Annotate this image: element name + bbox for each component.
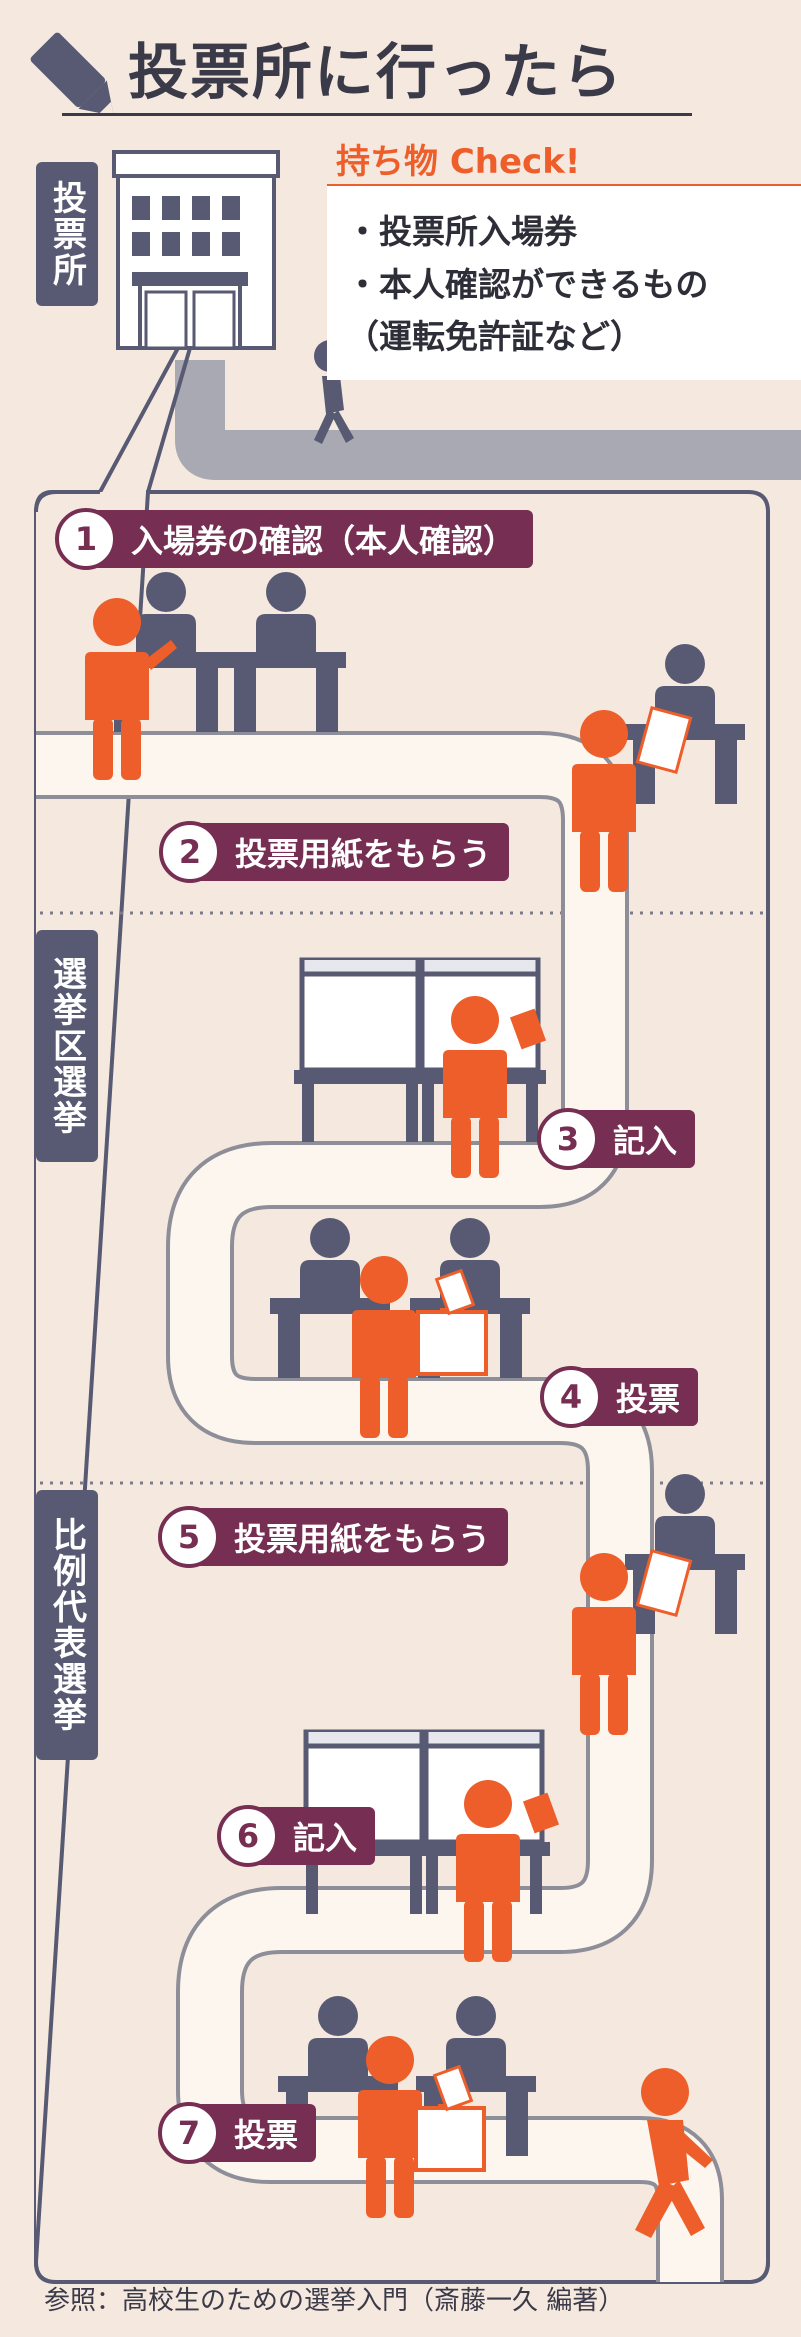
entrance-path bbox=[175, 360, 801, 480]
step-5: 5 投票用紙をもらう bbox=[158, 1506, 509, 1568]
voter-icon bbox=[572, 705, 693, 892]
ballot-box-icon bbox=[414, 2064, 486, 2172]
step-number: 5 bbox=[158, 1506, 220, 1568]
step-label: 記入 bbox=[293, 1819, 358, 1857]
step-label: 記入 bbox=[613, 1122, 678, 1160]
step-7: 7 投票 bbox=[158, 2102, 317, 2164]
step-3: 3 記入 bbox=[537, 1108, 696, 1170]
checklist-item: ・投票所入場券 bbox=[346, 212, 577, 251]
checklist-box bbox=[327, 186, 801, 380]
checklist-title: 持ち物 Check! bbox=[336, 142, 581, 182]
step-2: 2 投票用紙をもらう bbox=[159, 821, 510, 883]
footer-citation: 参照：高校生のための選挙入門（斎藤一久 編著） bbox=[44, 2286, 625, 2316]
voter-icon bbox=[443, 996, 547, 1178]
section-label-proportional-election: 比例代表選挙 bbox=[36, 1490, 98, 1760]
building-icon bbox=[112, 150, 280, 350]
step-4: 4 投票 bbox=[540, 1366, 699, 1428]
pen-icon bbox=[30, 32, 114, 116]
step-label: 投票用紙をもらう bbox=[235, 835, 492, 873]
step-number: 3 bbox=[537, 1108, 599, 1170]
step-number: 4 bbox=[540, 1366, 602, 1428]
checklist-item: ・本人確認ができるもの bbox=[346, 265, 709, 304]
step-6: 6 記入 bbox=[217, 1805, 376, 1867]
checklist-item: （運転免許証など） bbox=[346, 317, 643, 356]
ballot-box-icon bbox=[416, 1268, 488, 1376]
step-label: 投票 bbox=[616, 1380, 681, 1418]
section-label-polling-station: 投票所 bbox=[36, 162, 98, 306]
step-number: 1 bbox=[55, 508, 117, 570]
walking-person-icon bbox=[635, 2068, 713, 2238]
step-number: 2 bbox=[159, 821, 221, 883]
step-label: 投票用紙をもらう bbox=[234, 1520, 491, 1558]
step-label: 投票 bbox=[234, 2116, 299, 2154]
step-label: 入場券の確認（本人確認） bbox=[131, 522, 516, 560]
step-number: 7 bbox=[158, 2102, 220, 2164]
step-number: 6 bbox=[217, 1805, 279, 1867]
section-label-district-election: 選挙区選挙 bbox=[36, 930, 98, 1162]
voter-icon bbox=[85, 598, 177, 780]
voter-icon bbox=[572, 1548, 693, 1735]
voter-icon bbox=[456, 1780, 560, 1962]
step-1: 1 入場券の確認（本人確認） bbox=[55, 508, 534, 570]
page-title: 投票所に行ったら bbox=[128, 38, 624, 108]
title-underline bbox=[62, 113, 692, 116]
